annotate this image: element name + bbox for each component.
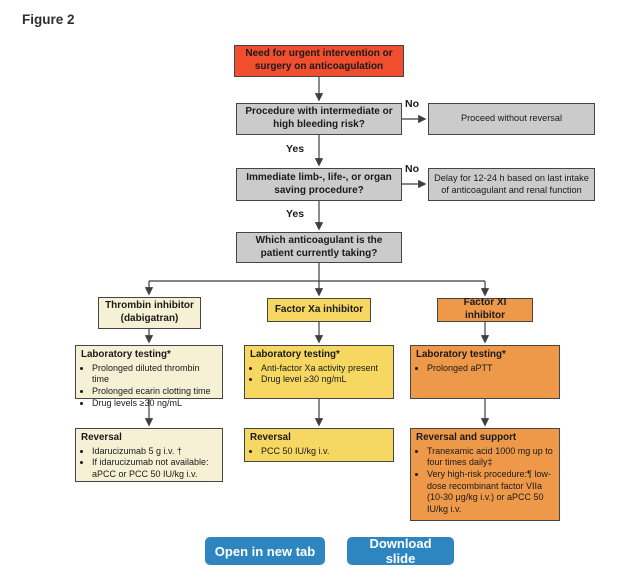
reversal-title: Reversal and support: [416, 432, 517, 443]
factor-xa-reversal-box: Reversal PCC 50 IU/kg i.v.: [244, 428, 394, 462]
lab-testing-item: Prolonged aPTT: [427, 363, 554, 375]
thrombin-inhibitor-header: Thrombin inhibitor (dabigatran): [98, 297, 201, 329]
open-in-new-tab-button[interactable]: Open in new tab: [205, 537, 325, 565]
reversal-list: Idarucizumab 5 g i.v. † If idarucizumab …: [81, 446, 217, 481]
reversal-item: If idarucizumab not available: aPCC or P…: [92, 457, 217, 480]
thrombin-reversal-box: Reversal Idarucizumab 5 g i.v. † If idar…: [75, 428, 223, 482]
lab-testing-item: Drug levels ≥30 ng/mL: [92, 398, 217, 410]
lab-testing-title: Laboratory testing*: [416, 349, 506, 360]
reversal-item: Idarucizumab 5 g i.v. †: [92, 446, 217, 458]
lab-testing-title: Laboratory testing*: [250, 349, 340, 360]
download-slide-button[interactable]: Download slide: [347, 536, 454, 566]
no-label-2: No: [405, 163, 419, 175]
factor-xi-lab-testing-box: Laboratory testing* Prolonged aPTT: [410, 345, 560, 399]
reversal-title: Reversal: [81, 432, 122, 443]
reversal-item: Tranexamic acid 1000 mg up to four times…: [427, 446, 554, 469]
lab-testing-item: Prolonged ecarin clotting time: [92, 386, 217, 398]
delay-12-24h-box: Delay for 12-24 h based on last intake o…: [428, 168, 595, 201]
reversal-item: Very high-risk procedure:¶ low-dose reco…: [427, 469, 554, 516]
lab-testing-item: Prolonged diluted thrombin time: [92, 363, 217, 386]
factor-xa-lab-testing-box: Laboratory testing* Anti-factor Xa activ…: [244, 345, 394, 399]
yes-label-2: Yes: [286, 208, 305, 220]
lab-testing-list: Prolonged diluted thrombin time Prolonge…: [81, 363, 217, 410]
lab-testing-item: Anti-factor Xa activity present: [261, 363, 388, 375]
figure-title: Figure 2: [22, 12, 75, 27]
factor-xa-inhibitor-header: Factor Xa inhibitor: [267, 298, 371, 322]
question-immediate-procedure-box: Immediate limb-, life-, or organ saving …: [236, 168, 402, 201]
start-box: Need for urgent intervention or surgery …: [234, 45, 404, 77]
reversal-list: PCC 50 IU/kg i.v.: [250, 446, 388, 458]
proceed-without-reversal-box: Proceed without reversal: [428, 103, 595, 135]
question-which-anticoagulant-box: Which anticoagulant is the patient curre…: [236, 232, 402, 263]
lab-testing-title: Laboratory testing*: [81, 349, 171, 360]
thrombin-lab-testing-box: Laboratory testing* Prolonged diluted th…: [75, 345, 223, 408]
question-bleeding-risk-box: Procedure with intermediate or high blee…: [236, 103, 402, 135]
lab-testing-item: Drug level ≥30 ng/mL: [261, 374, 388, 386]
reversal-item: PCC 50 IU/kg i.v.: [261, 446, 388, 458]
reversal-list: Tranexamic acid 1000 mg up to four times…: [416, 446, 554, 516]
yes-label-1: Yes: [286, 143, 305, 155]
lab-testing-list: Anti-factor Xa activity present Drug lev…: [250, 363, 388, 386]
no-label-1: No: [405, 98, 419, 110]
factor-xi-inhibitor-header: Factor XI inhibitor: [437, 297, 533, 322]
factor-xi-reversal-box: Reversal and support Tranexamic acid 100…: [410, 428, 560, 521]
reversal-title: Reversal: [250, 432, 291, 443]
lab-testing-list: Prolonged aPTT: [416, 363, 554, 375]
